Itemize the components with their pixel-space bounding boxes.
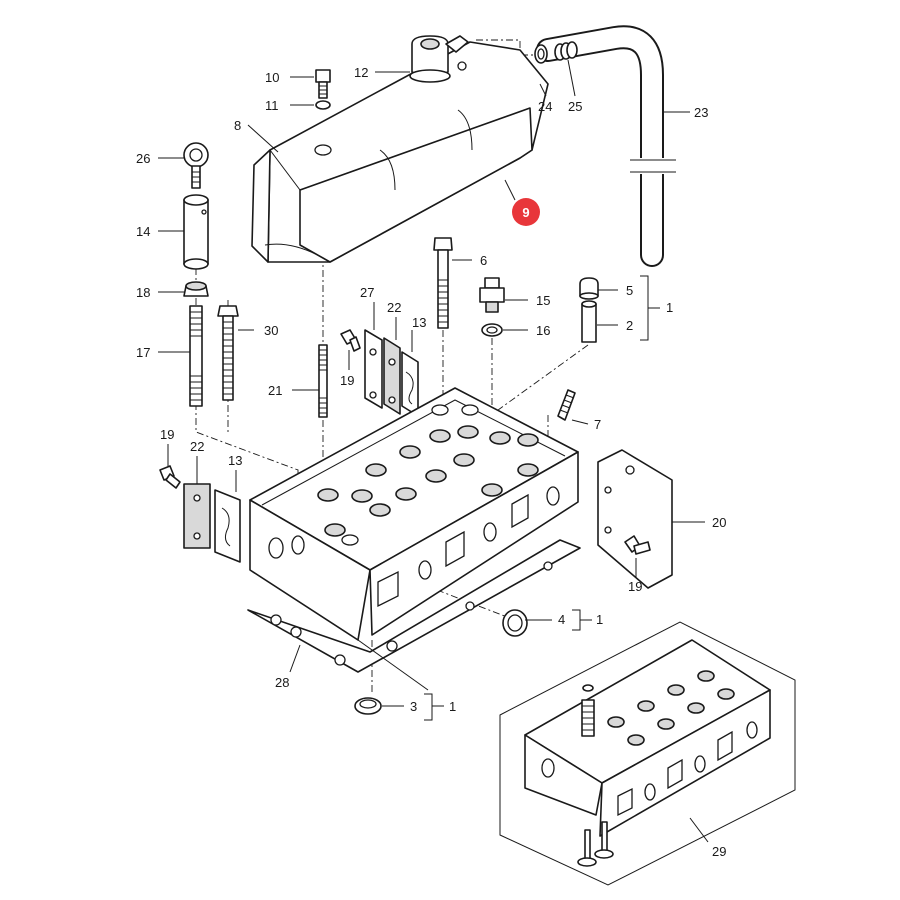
seal-part-3 <box>354 697 382 715</box>
bolt-part-6 <box>433 237 453 329</box>
head-assembly-part-29 <box>499 621 796 886</box>
breather-cap-part-12 <box>409 35 469 83</box>
callout-30: 30 <box>264 323 278 338</box>
stud-part-30 <box>217 305 239 401</box>
valve-guide-part-2 <box>581 300 597 343</box>
gasket-part-13-lower <box>214 489 241 563</box>
highlight-label: 9 <box>522 205 529 220</box>
callout-labels: 10 11 12 8 26 14 18 17 30 21 6 15 16 5 2… <box>136 65 726 859</box>
callout-28: 28 <box>275 675 289 690</box>
gasket-part-13-upper <box>401 351 419 417</box>
callout-11: 11 <box>265 98 279 113</box>
seal-part-4 <box>502 609 528 637</box>
rocker-cover-part-8 <box>251 41 549 263</box>
callout-1-lower: 1 <box>449 699 456 714</box>
hose-clamp-part-24 <box>534 44 548 64</box>
callout-21: 21 <box>268 383 282 398</box>
leader-lines <box>158 59 709 843</box>
callout-17: 17 <box>136 345 150 360</box>
callout-24: 24 <box>538 99 552 114</box>
callout-29: 29 <box>712 844 726 859</box>
callout-23: 23 <box>694 105 708 120</box>
plate-part-22-upper <box>383 337 401 415</box>
cap-part-5 <box>579 277 599 300</box>
washer-part-16 <box>481 323 503 337</box>
callout-2: 2 <box>626 318 633 333</box>
callout-16: 16 <box>536 323 550 338</box>
side-ports <box>268 486 560 608</box>
screw-part-19-lower-left <box>159 465 181 489</box>
callout-22-upper: 22 <box>387 300 401 315</box>
bolt-part-10 <box>315 69 331 99</box>
callout-19-right: 19 <box>628 579 642 594</box>
screw-part-19-right <box>624 535 651 555</box>
stud-part-21 <box>318 344 328 418</box>
hose-part-23 <box>536 25 676 267</box>
callout-7: 7 <box>594 417 601 432</box>
valve-spring <box>581 684 595 737</box>
nut-part-18 <box>183 281 209 297</box>
side-plate-part-20 <box>597 449 673 589</box>
callout-19-upper: 19 <box>340 373 354 388</box>
callout-6: 6 <box>480 253 487 268</box>
washer-part-11 <box>315 100 331 110</box>
callout-25: 25 <box>568 99 582 114</box>
callout-20: 20 <box>712 515 726 530</box>
callout-26: 26 <box>136 151 150 166</box>
stud-part-7 <box>557 389 576 421</box>
eye-bolt-part-26 <box>183 142 209 189</box>
callout-19-left: 19 <box>160 427 174 442</box>
head-gasket-part-28 <box>247 539 581 673</box>
plate-part-22-lower <box>183 483 211 549</box>
callout-8: 8 <box>234 118 241 133</box>
screw-part-19-upper <box>340 329 361 352</box>
spring-clip-part-25 <box>554 41 578 61</box>
bracket-part-27 <box>364 329 383 409</box>
callout-12: 12 <box>354 65 368 80</box>
callout-10: 10 <box>265 70 279 85</box>
callout-22-lower: 22 <box>190 439 204 454</box>
valves <box>577 821 614 867</box>
callout-14: 14 <box>136 224 150 239</box>
cylinder-head <box>249 387 579 641</box>
callout-27: 27 <box>360 285 374 300</box>
callout-3: 3 <box>410 699 417 714</box>
callout-1-upper: 1 <box>666 300 673 315</box>
callout-18: 18 <box>136 285 150 300</box>
highlight-badge-9[interactable]: 9 <box>512 198 540 226</box>
valve-seat-holes <box>317 404 539 546</box>
stud-part-17 <box>189 305 203 407</box>
sensor-part-15 <box>479 277 505 313</box>
callout-4: 4 <box>558 612 565 627</box>
callout-13-upper: 13 <box>412 315 426 330</box>
sleeve-part-14 <box>183 194 209 270</box>
callout-1-mid: 1 <box>596 612 603 627</box>
callout-5: 5 <box>626 283 633 298</box>
callout-13-lower: 13 <box>228 453 242 468</box>
callout-15: 15 <box>536 293 550 308</box>
